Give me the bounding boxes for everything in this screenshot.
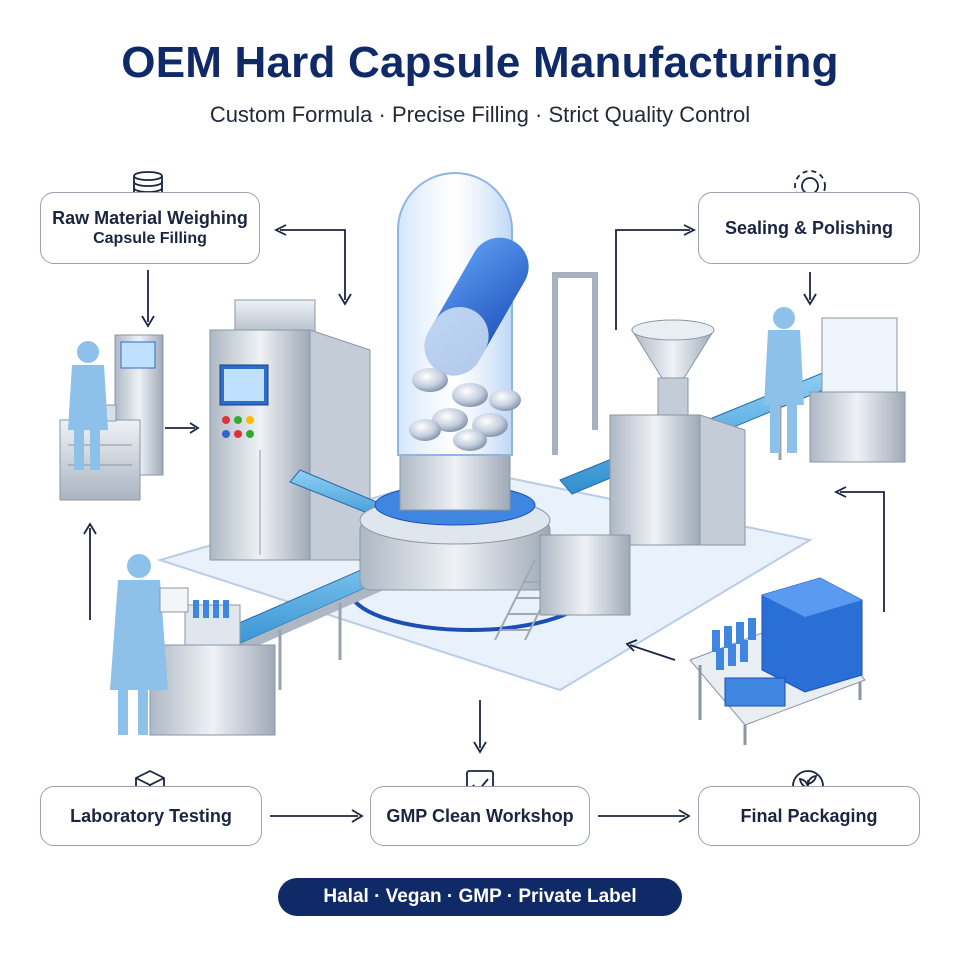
step-lab: Laboratory Testing: [40, 786, 262, 846]
step-raw-material: Raw Material Weighing Capsule Filling: [40, 192, 260, 264]
worker-lab: [110, 554, 189, 735]
packaging-machine: [809, 317, 906, 463]
lab-station: [149, 600, 276, 736]
step-gmp: GMP Clean Workshop: [370, 786, 590, 846]
page-title: OEM Hard Capsule Manufacturing: [121, 38, 839, 87]
small-tank: [539, 534, 631, 616]
step-raw-material-line1: Raw Material Weighing: [52, 208, 248, 228]
step-sealing-label: Sealing & Polishing: [724, 218, 894, 238]
flow-arrows: [83, 224, 885, 823]
page-subtitle: Custom Formula · Precise Filling · Stric…: [209, 102, 751, 127]
step-packaging-label: Final Packaging: [740, 806, 878, 826]
step-sealing: Sealing & Polishing: [698, 192, 920, 264]
pipe: [552, 272, 598, 455]
filling-machine: [209, 299, 371, 561]
packaging-table: [689, 577, 866, 745]
step-raw-material-line2: Capsule Filling: [93, 230, 207, 247]
worker-right: [764, 307, 804, 453]
capsule-tank: [359, 172, 551, 591]
step-packaging: Final Packaging: [698, 786, 920, 846]
worker-left-top: [68, 341, 108, 470]
step-gmp-label: GMP Clean Workshop: [386, 806, 574, 826]
step-lab-label: Laboratory Testing: [70, 806, 232, 826]
certification-badge: Halal · Vegan · GMP · Private Label: [278, 878, 682, 916]
sealing-machine: [609, 319, 746, 546]
